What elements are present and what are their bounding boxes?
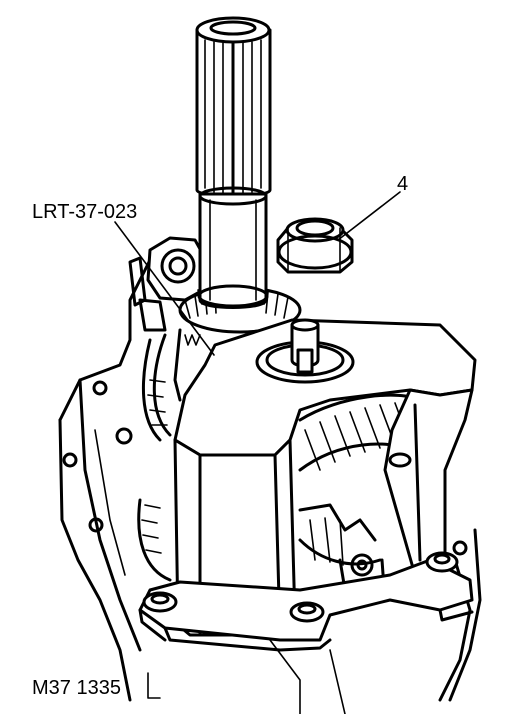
figure-reference: M37 1335: [32, 672, 161, 699]
bearing-nut: [276, 217, 354, 274]
bearing-housing: [128, 236, 207, 332]
fixture-bolt-3: [425, 551, 459, 573]
part-leader-line: [337, 191, 401, 241]
tool-callout-label: LRT-37-023: [32, 201, 137, 223]
figure-id-label: M37 1335: [32, 677, 121, 699]
gearbox-casing: [58, 238, 482, 714]
main-shaft: [195, 16, 272, 309]
special-tool-fixture: [138, 318, 477, 652]
fixture-bolt-1: [142, 591, 178, 613]
fixture-bolt-2: [289, 601, 325, 623]
tool-leader-line: [114, 221, 215, 356]
fixture-bolt-4: [388, 452, 412, 468]
part-callout-label: 4: [397, 173, 408, 195]
